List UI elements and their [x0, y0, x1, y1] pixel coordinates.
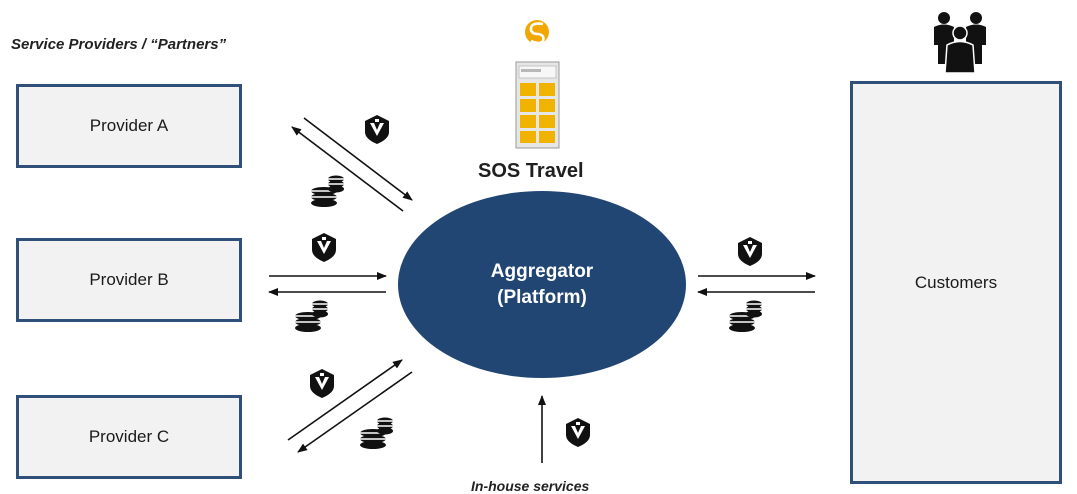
- sos-travel-label: SOS Travel: [478, 160, 584, 182]
- aggregator-platform: Aggregator (Platform): [398, 191, 686, 378]
- aggregator-label-line1: Aggregator: [490, 260, 594, 282]
- service-icon-inhouse: [566, 418, 590, 447]
- arrow-platform-to-provider-a: [291, 126, 404, 212]
- coins-icon-provider-b: [294, 299, 329, 333]
- arrow-provider-c-to-platform: [287, 359, 403, 441]
- provider-a-label: Provider A: [89, 116, 169, 135]
- provider-a-box: Provider A: [16, 84, 242, 168]
- customers-label: Customers: [914, 272, 998, 292]
- arrow-platform-to-provider-c: [297, 371, 413, 453]
- provider-b-box: Provider B: [16, 238, 242, 322]
- service-icon-provider-a: [365, 115, 389, 144]
- sos-app-icon: [515, 61, 560, 149]
- provider-c-label: Provider C: [88, 427, 170, 446]
- inhouse-services-label: In-house services: [471, 478, 590, 494]
- provider-c-box: Provider C: [16, 395, 242, 479]
- coins-icon-provider-c: [359, 416, 394, 450]
- coins-icon-customers: [728, 299, 763, 333]
- service-icon-provider-c: [310, 369, 334, 398]
- service-providers-label: Service Providers / “Partners”: [11, 36, 227, 53]
- provider-b-label: Provider B: [89, 270, 169, 289]
- service-icon-provider-b: [312, 233, 336, 262]
- sos-logo-icon: [525, 20, 549, 45]
- arrow-provider-a-to-platform: [303, 117, 413, 201]
- coins-icon-provider-a: [310, 174, 345, 208]
- customer-group-icon: [934, 12, 986, 74]
- service-icon-customers: [738, 237, 762, 266]
- customers-box: Customers: [850, 81, 1062, 484]
- aggregator-label-line2: (Platform): [497, 286, 587, 308]
